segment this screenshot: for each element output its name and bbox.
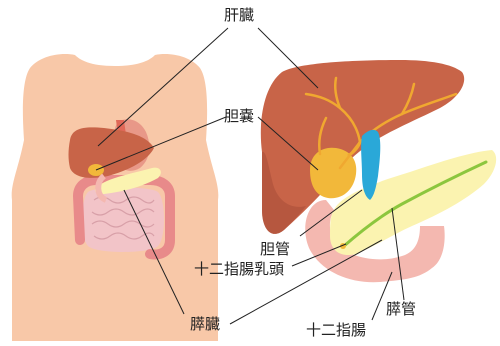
- label-pancreatic-duct: 膵管: [386, 302, 416, 317]
- organs-enlarged: [261, 60, 496, 282]
- label-papilla: 十二指腸乳頭: [194, 262, 284, 277]
- label-gallbladder: 胆嚢: [224, 109, 254, 124]
- label-pancreas: 膵臓: [190, 317, 220, 332]
- label-bile-duct: 胆管: [260, 242, 290, 257]
- label-liver: 肝臓: [224, 8, 254, 23]
- leader-pancreas-organ: [230, 240, 382, 324]
- label-duodenum: 十二指腸: [306, 323, 366, 338]
- small-intestine: [82, 188, 164, 253]
- torso-illustration: [12, 54, 219, 341]
